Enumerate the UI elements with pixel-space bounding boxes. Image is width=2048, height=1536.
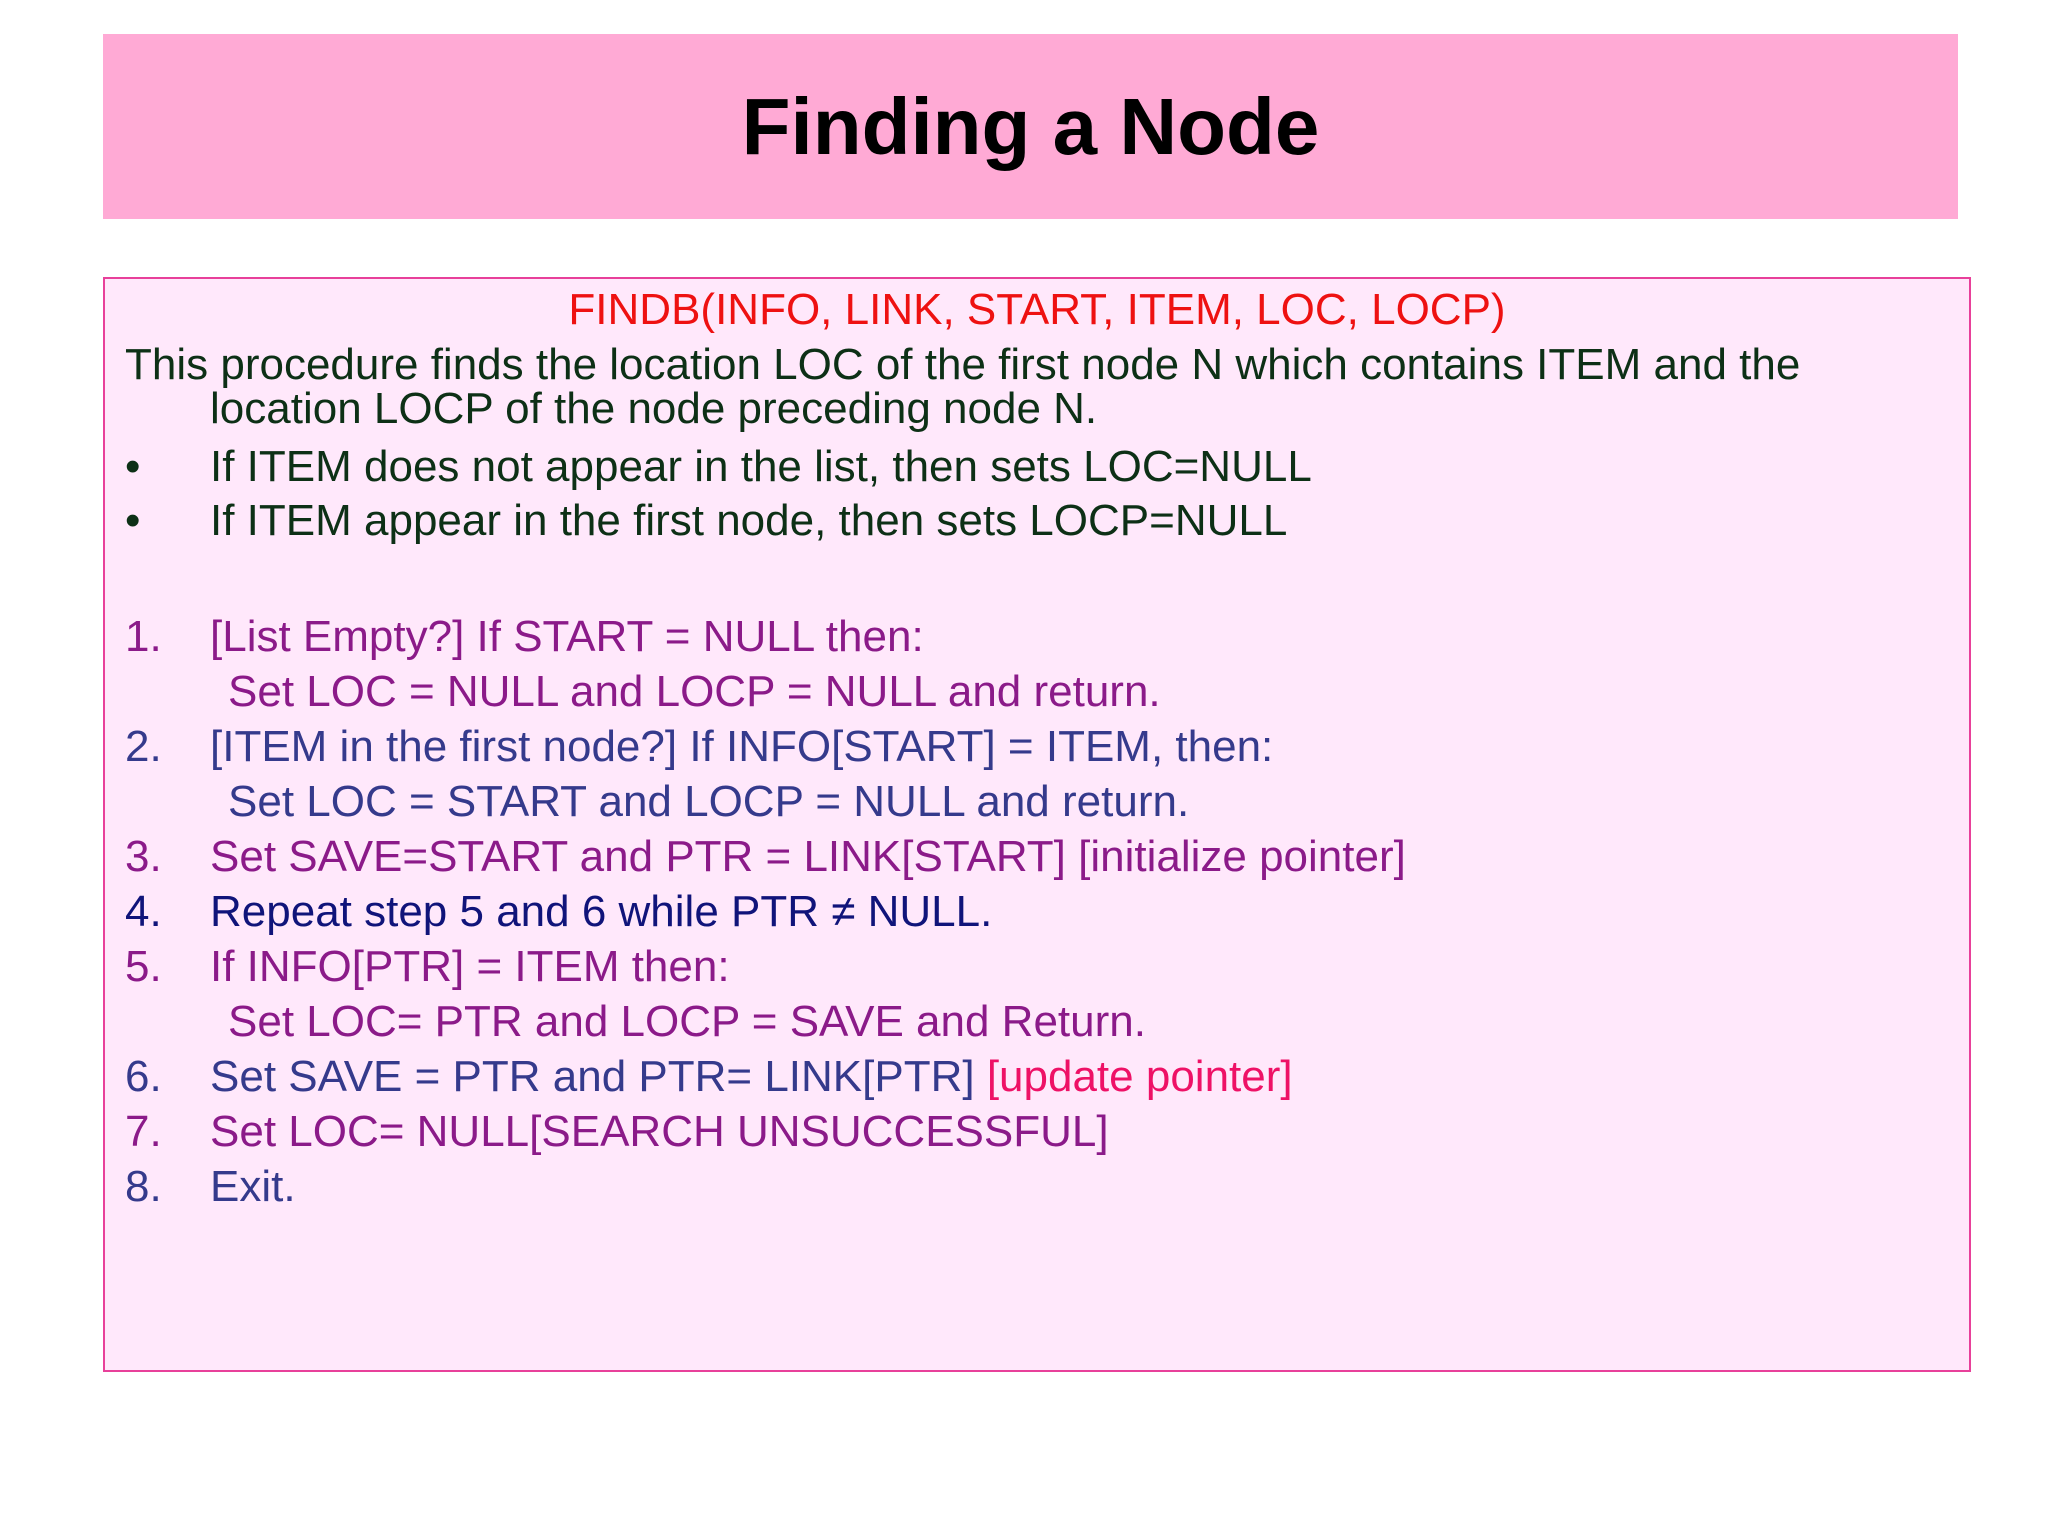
step-comment: [update pointer] — [986, 1052, 1293, 1101]
bullet-marker: • — [125, 496, 141, 545]
step-number: 6. — [125, 1052, 162, 1101]
step-subtext: Set LOC = START and LOCP = NULL and retu… — [228, 777, 1190, 826]
step-number: 7. — [125, 1107, 162, 1156]
step-number: 2. — [125, 722, 162, 771]
title-bar: Finding a Node — [103, 34, 1958, 219]
step-text: Set SAVE = PTR and PTR= LINK[PTR] — [210, 1052, 975, 1101]
page-title: Finding a Node — [741, 81, 1320, 171]
step-text: Set SAVE=START and PTR = LINK[START] [in… — [210, 832, 1406, 881]
bullet-text: If ITEM does not appear in the list, the… — [210, 442, 1312, 491]
step-text: Repeat step 5 and 6 while PTR ≠ NULL. — [210, 887, 993, 936]
step-subtext: Set LOC = NULL and LOCP = NULL and retur… — [228, 667, 1161, 716]
step-subtext: Set LOC= PTR and LOCP = SAVE and Return. — [228, 997, 1146, 1046]
algorithm-box: FINDB(INFO, LINK, START, ITEM, LOC, LOCP… — [103, 277, 1971, 1372]
step-text: Exit. — [210, 1162, 296, 1211]
bullet-text: If ITEM appear in the first node, then s… — [210, 496, 1288, 545]
description-line-1: This procedure finds the location LOC of… — [125, 340, 1801, 389]
step-number: 5. — [125, 942, 162, 991]
step-number: 3. — [125, 832, 162, 881]
step-text: Set LOC= NULL[SEARCH UNSUCCESSFUL] — [210, 1107, 1109, 1156]
step-text: [List Empty?] If START = NULL then: — [210, 612, 924, 661]
step-number: 1. — [125, 612, 162, 661]
step-number: 4. — [125, 887, 162, 936]
step-text: [ITEM in the first node?] If INFO[START]… — [210, 722, 1274, 771]
bullet-marker: • — [125, 442, 141, 491]
step-number: 8. — [125, 1162, 162, 1211]
step-text-wrapper: Set SAVE = PTR and PTR= LINK[PTR] [updat… — [210, 1052, 1293, 1102]
procedure-signature: FINDB(INFO, LINK, START, ITEM, LOC, LOCP… — [568, 285, 1506, 334]
step-text: If INFO[PTR] = ITEM then: — [210, 942, 730, 991]
description-line-2: location LOCP of the node preceding node… — [210, 384, 1098, 433]
